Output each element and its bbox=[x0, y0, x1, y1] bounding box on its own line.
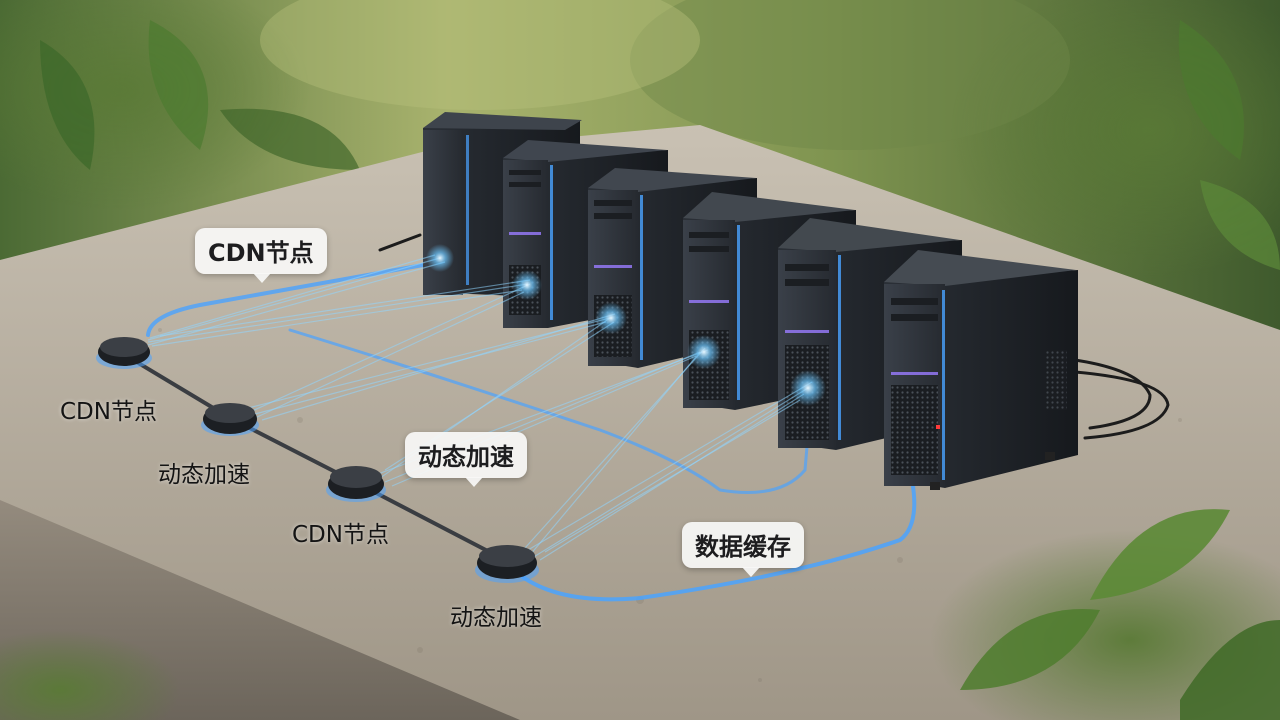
callout-dynamic-acceleration: 动态加速 bbox=[405, 432, 527, 487]
network-cables bbox=[123, 233, 1170, 602]
node-label-accel-1: 动态加速 bbox=[158, 462, 250, 488]
background-foliage bbox=[0, 0, 1280, 280]
glow-points bbox=[426, 244, 826, 406]
callout-cdn-node: CDN节点 bbox=[195, 228, 327, 283]
foreground-foliage bbox=[0, 509, 1280, 720]
hub-node bbox=[201, 403, 259, 436]
callout-data-cache: 数据缓存 bbox=[682, 522, 804, 577]
node-label-cdn-2: CDN节点 bbox=[292, 522, 389, 548]
node-label-accel-2: 动态加速 bbox=[450, 605, 542, 631]
hub-node bbox=[326, 466, 386, 502]
node-label-cdn-1: CDN节点 bbox=[60, 399, 157, 425]
hub-node bbox=[475, 545, 539, 583]
hub-node bbox=[96, 337, 152, 369]
server-tower bbox=[884, 250, 1078, 490]
